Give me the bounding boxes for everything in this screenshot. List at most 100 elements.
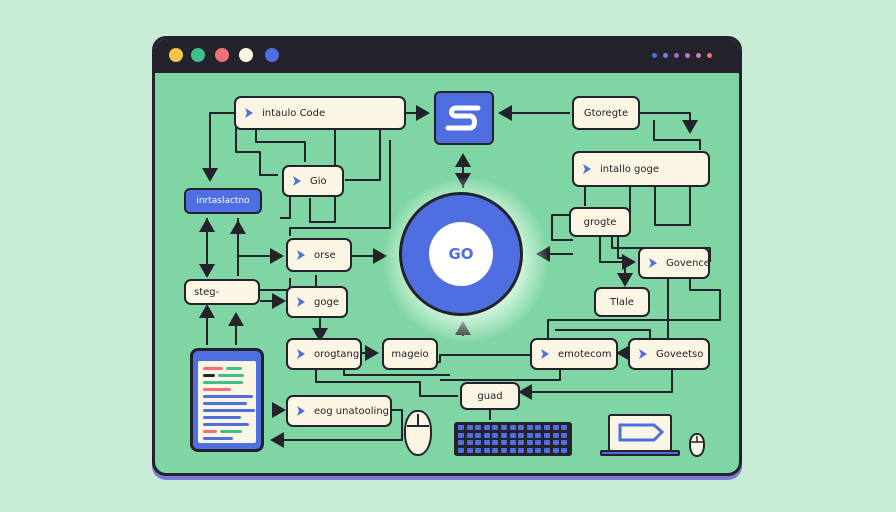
- node-title[interactable]: Tlale: [594, 287, 650, 317]
- keyboard-key: [526, 447, 533, 453]
- keyboard-key: [458, 432, 464, 438]
- keyboard-key: [509, 425, 516, 430]
- keyboard-key: [492, 447, 499, 453]
- toolbar-dot: [652, 53, 657, 58]
- node-intaulo-code[interactable]: intaulo Code: [234, 96, 406, 130]
- toolbar-dot: [663, 53, 668, 58]
- node-label: Gtoregte: [583, 107, 629, 119]
- keyboard-key: [501, 440, 507, 445]
- keyboard-key: [458, 425, 464, 430]
- keyboard-key: [492, 432, 499, 438]
- node-govence[interactable]: Govence: [638, 247, 710, 279]
- keyboard-key: [518, 447, 525, 453]
- keyboard-key: [501, 432, 507, 438]
- keyboard-key: [492, 440, 499, 445]
- node-storegte[interactable]: Gtoregte: [572, 96, 640, 130]
- installation-pill[interactable]: inrtaslactno: [184, 188, 262, 214]
- node-stage[interactable]: steg-: [184, 279, 260, 305]
- node-label: orogtang: [314, 348, 360, 360]
- keyboard-key: [552, 447, 559, 453]
- toolbar-dot: [685, 53, 690, 58]
- pill-label: inrtaslactno: [196, 196, 250, 206]
- traffic-light-3[interactable]: [215, 48, 229, 62]
- keyboard-key: [501, 425, 507, 430]
- node-label: Goveetso: [656, 348, 704, 360]
- node-goveetso[interactable]: Goveetso: [628, 338, 710, 370]
- logo-glyph-icon: [445, 105, 481, 131]
- keyboard-key: [552, 440, 559, 445]
- keyboard-key: [552, 432, 559, 438]
- keyboard-key: [535, 440, 542, 445]
- s-logo-icon[interactable]: [434, 91, 494, 145]
- node-orse[interactable]: orse: [286, 238, 352, 272]
- traffic-light-4[interactable]: [239, 48, 253, 62]
- keyboard-key: [535, 432, 542, 438]
- node-label: grogte: [583, 216, 617, 228]
- keyboard-key: [561, 440, 568, 445]
- keyboard-key: [475, 425, 482, 430]
- keyboard-key: [526, 432, 533, 438]
- keyboard-key: [561, 447, 568, 453]
- keyboard-key: [509, 432, 516, 438]
- go-hub-inner: GO: [429, 222, 493, 286]
- keyboard-key: [561, 425, 568, 430]
- phone-device-icon: [190, 348, 264, 452]
- chevron-right-icon: [297, 297, 305, 307]
- keyboard-key: [501, 447, 507, 453]
- node-mageio[interactable]: mageio: [382, 338, 438, 370]
- node-eog-unatooling[interactable]: eog unatooling: [286, 395, 392, 427]
- mouse-icon: [404, 410, 432, 456]
- keyboard-key: [483, 425, 490, 430]
- node-label: Tlale: [610, 296, 634, 308]
- node-label: steg-: [194, 286, 220, 298]
- node-label: intallo goge: [600, 163, 659, 175]
- node-label: Govence: [666, 257, 710, 269]
- keyboard-key: [535, 447, 542, 453]
- laptop-icon: [608, 414, 672, 452]
- keyboard-key: [544, 447, 550, 453]
- toolbar-dot: [674, 53, 679, 58]
- keyboard-key: [475, 432, 482, 438]
- keyboard-key: [458, 447, 464, 453]
- node-label: intaulo Code: [262, 107, 326, 119]
- keyboard-key: [518, 425, 525, 430]
- node-emotecom[interactable]: emotecom: [530, 338, 618, 370]
- node-label: eog unatooling: [314, 405, 389, 417]
- node-grogte[interactable]: grogte: [569, 207, 631, 237]
- keyboard-key: [492, 425, 499, 430]
- node-orogtang[interactable]: orogtang: [286, 338, 362, 370]
- node-label: Gio: [310, 175, 327, 187]
- keyboard-key: [544, 425, 550, 430]
- chevron-right-icon: [297, 250, 305, 260]
- keyboard-key: [526, 425, 533, 430]
- keyboard-key: [483, 432, 490, 438]
- laptop-base: [600, 450, 680, 456]
- keyboard-key: [483, 447, 490, 453]
- chevron-right-icon: [639, 349, 647, 359]
- go-hub[interactable]: GO: [399, 192, 523, 316]
- toolbar-dot: [707, 53, 712, 58]
- small-mouse-icon: [689, 433, 705, 457]
- node-guad[interactable]: guad: [460, 382, 520, 410]
- keyboard-key: [544, 432, 550, 438]
- chevron-right-icon: [583, 164, 591, 174]
- keyboard-key: [509, 440, 516, 445]
- keyboard-key: [466, 447, 473, 453]
- chevron-right-icon: [293, 176, 301, 186]
- keyboard-key: [509, 447, 516, 453]
- keyboard-key: [475, 440, 482, 445]
- traffic-light-2[interactable]: [191, 48, 205, 62]
- keyboard-key: [483, 440, 490, 445]
- node-gio[interactable]: Gio: [282, 165, 344, 197]
- node-intallo-goge[interactable]: intallo goge: [572, 151, 710, 187]
- keyboard-key: [466, 432, 473, 438]
- traffic-light-5[interactable]: [265, 48, 279, 62]
- keyboard-key: [466, 425, 473, 430]
- keyboard-key: [458, 440, 464, 445]
- phone-screen: [198, 361, 256, 443]
- node-goge[interactable]: goge: [286, 286, 348, 318]
- chevron-right-icon: [649, 258, 657, 268]
- keyboard-key: [475, 447, 482, 453]
- traffic-light-1[interactable]: [169, 48, 183, 62]
